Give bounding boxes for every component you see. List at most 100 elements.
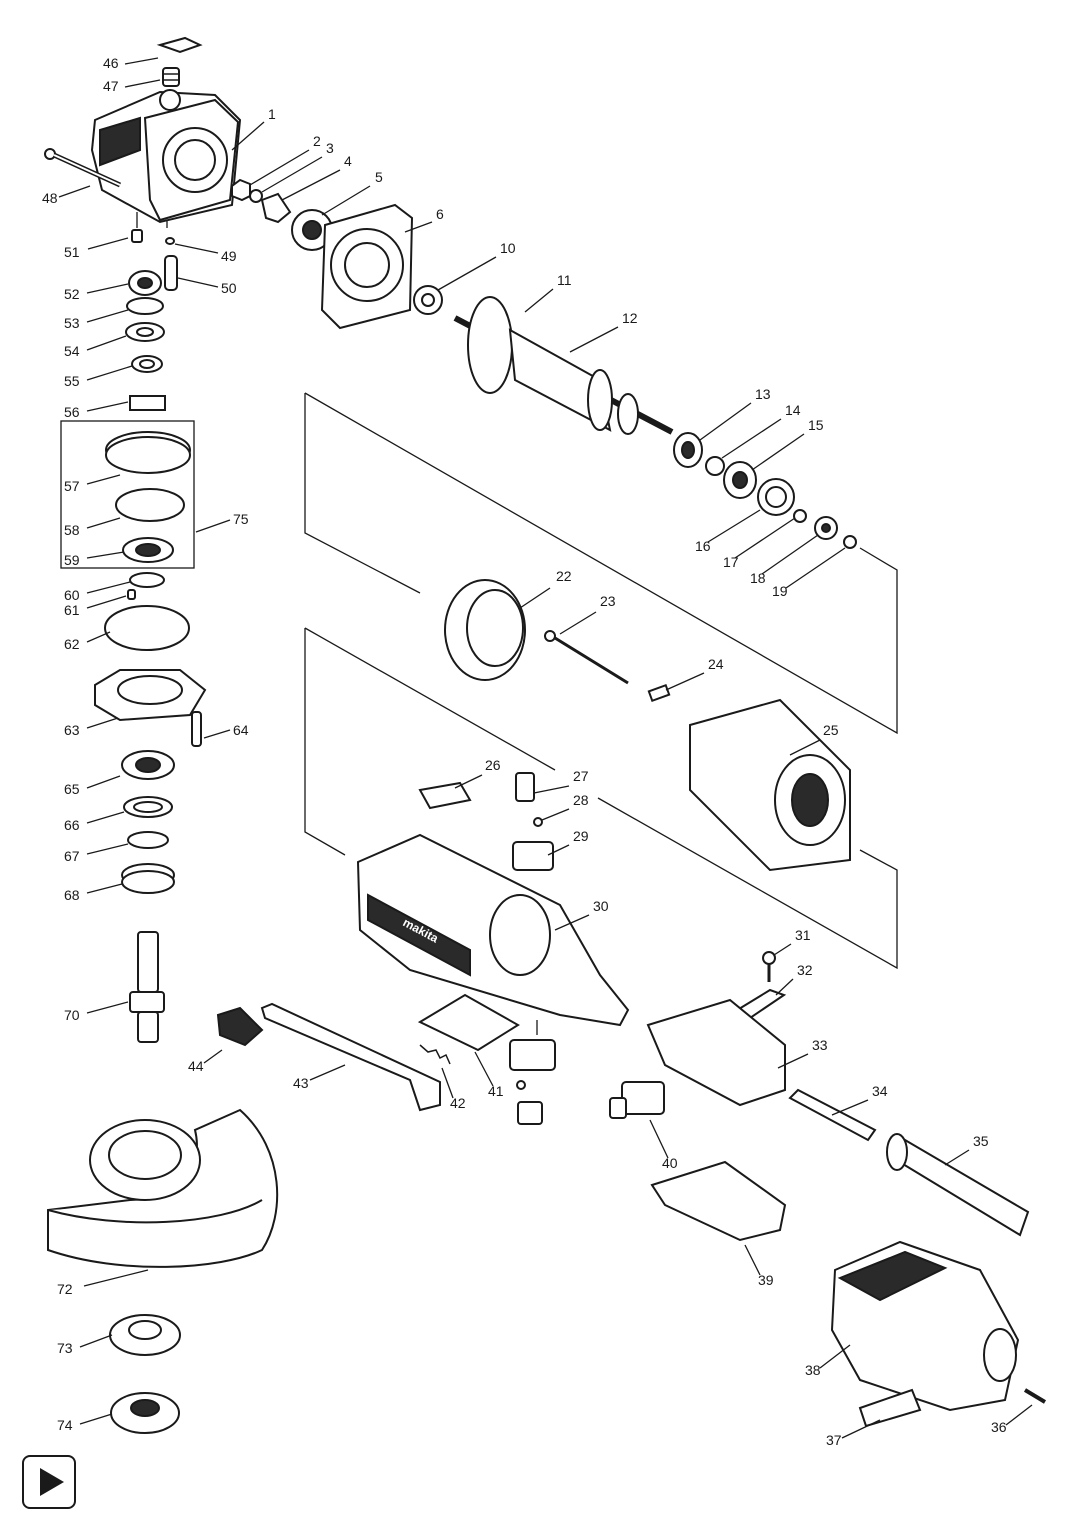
part-number-24: 24 (708, 656, 724, 672)
leader-line-25 (789, 739, 821, 756)
part-number-49: 49 (221, 248, 237, 264)
part-number-47: 47 (103, 78, 119, 94)
part-number-74: 74 (57, 1417, 73, 1433)
part-number-12: 12 (622, 310, 638, 326)
name-plate-part-37 (858, 1388, 922, 1428)
leader-line-10 (437, 256, 497, 291)
part-number-59: 59 (64, 552, 80, 568)
leader-line-24 (665, 672, 705, 691)
leader-line-54 (86, 335, 127, 351)
part-number-70: 70 (64, 1007, 80, 1023)
screw-part-31 (762, 951, 776, 982)
pin-part-51 (131, 229, 143, 243)
leader-line-22 (519, 587, 551, 609)
leader-line-68 (86, 883, 123, 894)
leader-line-3 (261, 156, 323, 193)
nut-part-2 (231, 178, 251, 202)
part-number-25: 25 (823, 722, 839, 738)
part-number-50: 50 (221, 280, 237, 296)
part-number-43: 43 (293, 1075, 309, 1091)
leader-line-58 (86, 517, 121, 529)
leader-line-37 (841, 1419, 881, 1439)
part-number-37: 37 (826, 1432, 842, 1448)
part-number-58: 58 (64, 522, 80, 538)
part-number-27: 27 (573, 768, 589, 784)
leader-line-27 (533, 785, 570, 794)
leader-line-23 (559, 611, 597, 635)
washer-part-60 (129, 572, 165, 588)
leader-line-18 (761, 534, 819, 575)
screw-part-28 (533, 817, 543, 827)
retaining-ring-part-19 (843, 535, 857, 549)
screw-part-23 (544, 630, 629, 685)
part-number-53: 53 (64, 315, 80, 331)
leader-line-13 (699, 402, 752, 441)
part-number-16: 16 (695, 538, 711, 554)
bearing-box-part-63 (94, 669, 207, 722)
part-number-39: 39 (758, 1272, 774, 1288)
screw-part-64 (191, 711, 202, 747)
part-number-46: 46 (103, 55, 119, 71)
part-number-22: 22 (556, 568, 572, 584)
part-number-28: 28 (573, 792, 589, 808)
part-number-18: 18 (750, 570, 766, 586)
leader-line-36 (1005, 1404, 1033, 1426)
bevel-gear-part-57 (105, 431, 191, 474)
play-button[interactable] (22, 1455, 76, 1509)
part-number-32: 32 (797, 962, 813, 978)
bearing-part-13 (673, 432, 703, 468)
labyrinth-ring-part-67 (127, 831, 169, 849)
part-number-10: 10 (500, 240, 516, 256)
bearing-part-52 (128, 270, 162, 296)
lock-button-part-44 (216, 1006, 264, 1047)
play-icon (40, 1468, 64, 1496)
guide-lines (60, 212, 898, 1035)
part-number-5: 5 (375, 169, 383, 185)
leader-line-70 (86, 1001, 129, 1014)
leader-line-40 (649, 1119, 669, 1159)
part-number-56: 56 (64, 404, 80, 420)
leader-line-67 (86, 843, 129, 855)
clip-part-24 (647, 683, 671, 703)
washer-part-54 (125, 322, 165, 342)
gear-part-58 (115, 488, 185, 522)
part-number-36: 36 (991, 1419, 1007, 1435)
part-number-3: 3 (326, 140, 334, 156)
cord-guard-part-35 (886, 1133, 1030, 1237)
bearing-part-59 (122, 537, 174, 563)
part-number-1: 1 (268, 106, 276, 122)
leader-line-12 (569, 326, 619, 353)
leader-line-75 (195, 519, 231, 533)
o-ring-part-49 (165, 237, 175, 245)
part-number-19: 19 (772, 583, 788, 599)
leader-line-59 (86, 551, 125, 559)
leader-line-64 (203, 729, 231, 739)
part-number-35: 35 (973, 1133, 989, 1149)
leader-line-44 (203, 1049, 223, 1064)
leader-line-38 (819, 1344, 851, 1369)
insulation-washer-part-16 (757, 478, 795, 516)
pin-part-50 (164, 255, 178, 291)
leader-line-30 (554, 914, 590, 931)
screw-part-36 (1023, 1388, 1047, 1404)
leader-line-5 (321, 185, 371, 216)
leader-line-17 (734, 517, 796, 559)
bearing-part-15 (723, 461, 757, 499)
leader-line-33 (777, 1053, 809, 1069)
leader-line-28 (541, 808, 570, 821)
part-number-29: 29 (573, 828, 589, 844)
part-number-52: 52 (64, 286, 80, 302)
part-number-4: 4 (344, 153, 352, 169)
leader-line-63 (86, 717, 119, 729)
leader-line-31 (773, 943, 792, 956)
washer-part-10 (413, 285, 443, 315)
part-number-57: 57 (64, 478, 80, 494)
washer-part-14 (705, 456, 725, 476)
inner-flange-part-73 (109, 1314, 181, 1356)
leader-line-61 (86, 595, 127, 609)
switch-lever-part-43 (260, 1002, 441, 1112)
part-number-55: 55 (64, 373, 80, 389)
part-number-65: 65 (64, 781, 80, 797)
